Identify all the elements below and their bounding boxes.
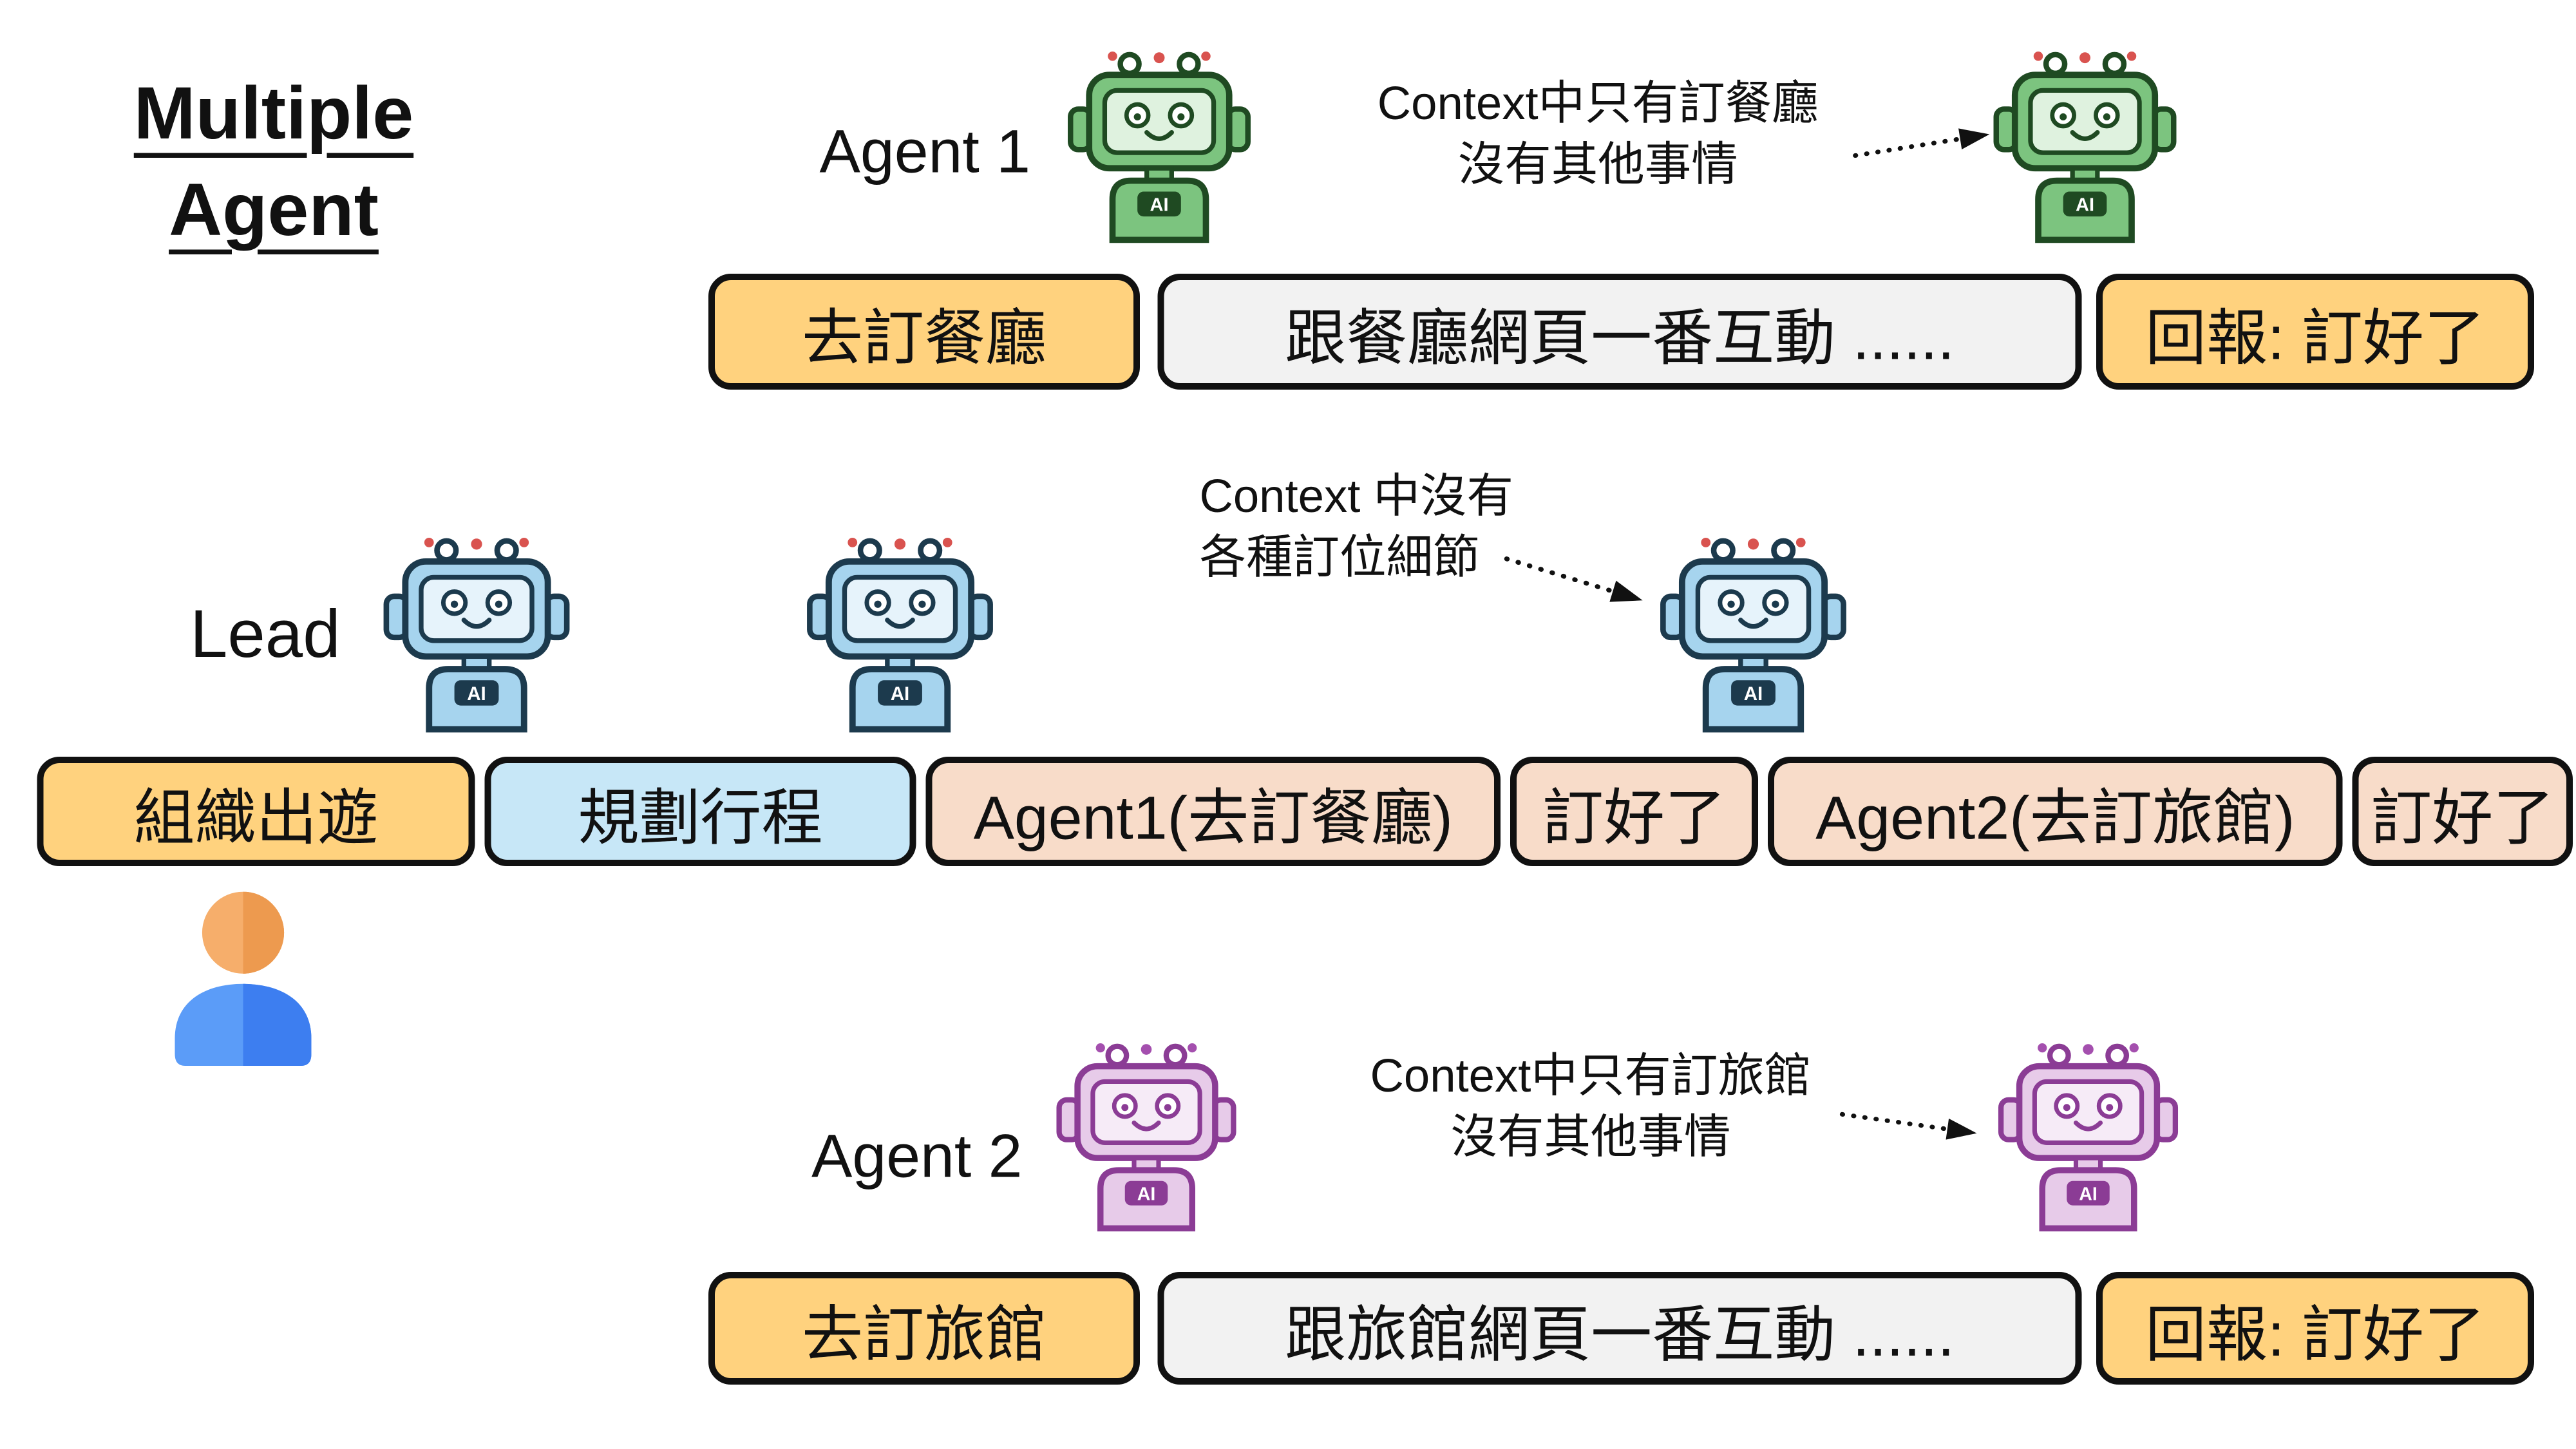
lead-box-agent1-result: 訂好了 xyxy=(1510,757,1758,866)
dotted-arrow-icon xyxy=(1504,556,1643,602)
agent2-report-box: 回報: 訂好了 xyxy=(2096,1272,2534,1385)
svg-text:AI: AI xyxy=(2076,195,2094,216)
robot-icon-agent2-context: AI xyxy=(1996,1034,2180,1236)
lead-box-agent1-call: Agent1(去訂餐廳) xyxy=(925,757,1501,866)
robot-icon-agent2: AI xyxy=(1055,1034,1238,1236)
agent1-annotation-line1: Context中只有訂餐廳 xyxy=(1377,79,1819,131)
svg-text:AI: AI xyxy=(1137,1184,1156,1204)
title-line-1: Multiple xyxy=(133,71,414,155)
svg-text:AI: AI xyxy=(891,683,910,705)
svg-text:AI: AI xyxy=(467,683,486,705)
lead-box-agent2-call: Agent2(去訂旅館) xyxy=(1768,757,2343,866)
page-title: Multiple Agent xyxy=(113,64,435,258)
lead-box-plan: 規劃行程 xyxy=(484,757,916,866)
title-line-2: Agent xyxy=(169,167,379,251)
agent2-annotation-line1: Context中只有訂旅館 xyxy=(1370,1051,1812,1103)
robot-icon-lead-1: AI xyxy=(382,528,572,737)
agent1-task-box: 去訂餐廳 xyxy=(708,274,1140,390)
agent1-process-box: 跟餐廳網頁一番互動 ...... xyxy=(1157,274,2082,390)
lead-annotation-line1: Context 中沒有 xyxy=(1199,471,1514,524)
lead-context-annotation: Context 中沒有 各種訂位細節 xyxy=(1200,467,1651,589)
lead-label: Lead xyxy=(190,596,341,672)
robot-icon-agent1-context: AI xyxy=(1992,42,2179,248)
svg-text:AI: AI xyxy=(1744,683,1763,705)
lead-annotation-line2: 各種訂位細節 xyxy=(1199,533,1480,585)
robot-icon-lead-context: AI xyxy=(1658,528,1848,737)
dotted-arrow-icon xyxy=(1839,1112,1977,1140)
robot-icon-lead-2: AI xyxy=(805,528,995,737)
agent1-context-annotation: Context中只有訂餐廳 沒有其他事情 xyxy=(1320,74,1876,196)
agent2-process-box: 跟旅館網頁一番互動 ...... xyxy=(1157,1272,2082,1385)
agent1-report-box: 回報: 訂好了 xyxy=(2096,274,2534,390)
agent2-task-box: 去訂旅館 xyxy=(708,1272,1140,1385)
agent2-label: Agent 2 xyxy=(811,1124,1023,1191)
svg-text:AI: AI xyxy=(2079,1184,2098,1204)
agent2-annotation-line2: 沒有其他事情 xyxy=(1450,1112,1731,1164)
dotted-arrow-icon xyxy=(1853,128,1990,158)
agent1-annotation-line2: 沒有其他事情 xyxy=(1457,140,1738,192)
person-icon xyxy=(175,891,312,1066)
agent2-context-annotation: Context中只有訂旅館 沒有其他事情 xyxy=(1333,1046,1848,1169)
robot-icon-agent1: AI xyxy=(1066,42,1253,248)
agent1-label: Agent 1 xyxy=(819,119,1031,187)
lead-box-agent2-result: 訂好了 xyxy=(2352,757,2573,866)
svg-text:AI: AI xyxy=(1150,195,1169,216)
lead-box-organize: 組織出遊 xyxy=(37,757,475,866)
